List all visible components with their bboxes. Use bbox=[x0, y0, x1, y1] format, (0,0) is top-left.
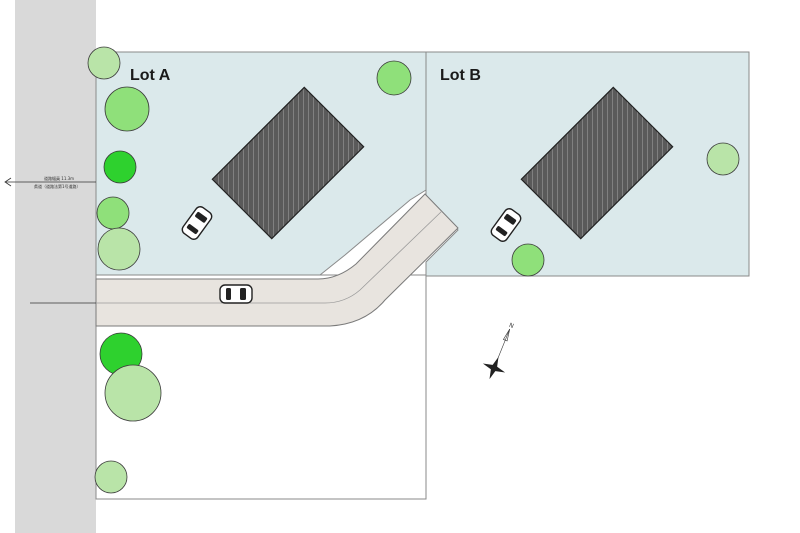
tree-icon bbox=[97, 227, 141, 271]
lot-a-label: Lot A bbox=[130, 67, 171, 84]
tree-icon bbox=[103, 150, 137, 184]
tree-icon bbox=[706, 142, 740, 176]
public-road bbox=[15, 0, 96, 533]
roof-icon bbox=[211, 86, 365, 240]
car-icon bbox=[219, 284, 253, 304]
tree-icon bbox=[104, 364, 162, 422]
lot-b-label: Lot B bbox=[440, 67, 481, 84]
road-note: 道路幅員 11.3m 県道（道路法第1号道路） bbox=[4, 175, 96, 189]
arrow-left-head bbox=[4, 177, 12, 187]
tree-icon bbox=[376, 60, 412, 96]
tree-icon bbox=[87, 46, 121, 80]
tree-icon bbox=[104, 86, 150, 132]
driveway-centerline bbox=[96, 210, 443, 304]
north-arrow-icon: N bbox=[482, 322, 515, 380]
tree-icon bbox=[511, 243, 545, 277]
roof-icon bbox=[520, 86, 674, 240]
tree-icon bbox=[94, 460, 128, 494]
driveway bbox=[95, 193, 459, 327]
north-arrow-label: N bbox=[508, 322, 515, 330]
road-note-line1: 道路幅員 11.3m bbox=[44, 175, 74, 181]
road-note-line2: 県道（道路法第1号道路） bbox=[34, 183, 81, 189]
lot-b-house bbox=[520, 86, 674, 240]
lot-a-house bbox=[211, 86, 365, 240]
trees bbox=[87, 46, 740, 494]
tree-icon bbox=[96, 196, 130, 230]
